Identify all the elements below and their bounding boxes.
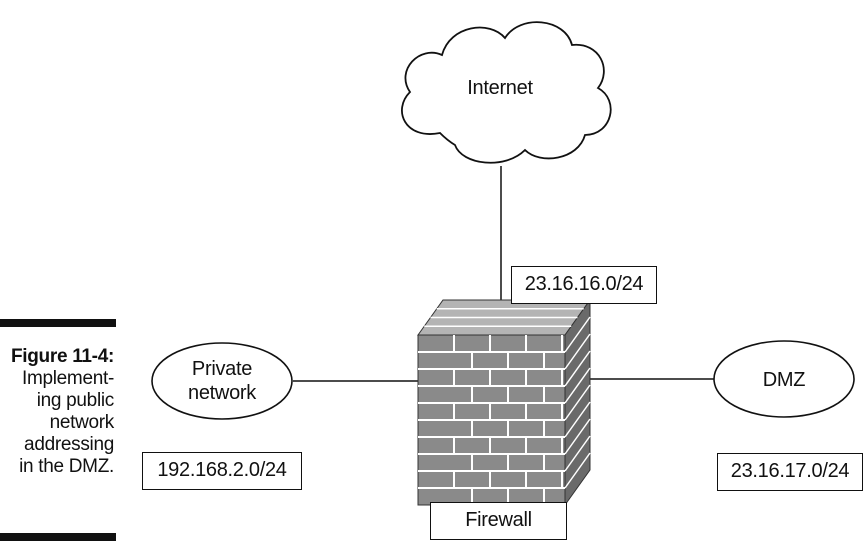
dmz-subnet-box: 23.16.17.0/24	[717, 453, 863, 491]
internet-subnet-box: 23.16.16.0/24	[511, 266, 657, 304]
private-subnet-box: 192.168.2.0/24	[142, 452, 302, 490]
private-network-label-line: network	[188, 382, 256, 404]
caption-bottom-rule	[0, 533, 116, 541]
cloud-icon	[401, 21, 612, 164]
firewall-label-box: Firewall	[430, 502, 567, 540]
caption-line: network	[49, 412, 115, 433]
caption-top-rule	[0, 319, 116, 327]
caption-line: ing public	[36, 390, 115, 411]
caption-line: addressing	[24, 434, 114, 455]
brick-wall-firewall-icon	[417, 298, 591, 507]
private-network-label: Private network	[162, 357, 282, 405]
private-network-ellipse	[151, 342, 293, 420]
dmz-label: DMZ	[762, 369, 806, 391]
private-network-label-line: Private	[191, 358, 253, 380]
caption-line: in the DMZ.	[19, 456, 114, 477]
figure-label: Figure 11-4:	[10, 346, 114, 367]
dmz-ellipse	[713, 340, 855, 418]
figure-caption: Figure 11-4: Implement- ing public netwo…	[0, 346, 114, 478]
caption-line: Implement-	[21, 368, 114, 389]
internet-label: Internet	[467, 77, 533, 99]
